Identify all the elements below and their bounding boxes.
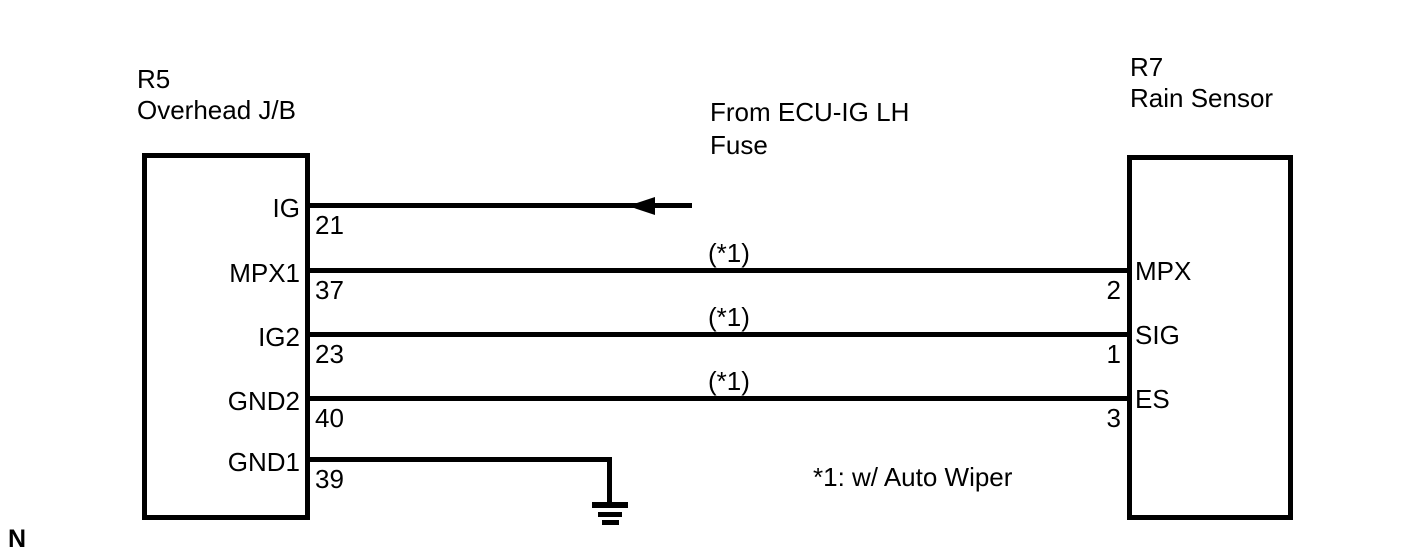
connector-left-header: R5 Overhead J/B <box>137 64 296 126</box>
wire-tag-mpx: (*1) <box>708 238 750 268</box>
pin-number-3: 3 <box>1106 403 1121 433</box>
wire-es <box>310 396 1127 401</box>
pin-number-39: 39 <box>315 464 344 494</box>
pin-label-es: ES <box>1135 384 1170 414</box>
ground-bar-middle <box>598 512 622 517</box>
pin-label-gnd1: GND1 <box>227 447 300 477</box>
wire-tag-sig: (*1) <box>708 302 750 332</box>
pin-number-1: 1 <box>1106 339 1121 369</box>
footnote: *1: w/ Auto Wiper <box>813 462 1013 492</box>
pin-label-ig2: IG2 <box>258 322 300 352</box>
wire-sig <box>310 332 1127 337</box>
wire-ig <box>310 203 692 208</box>
connector-left-id: R5 <box>137 64 171 94</box>
connector-right-id: R7 <box>1130 52 1164 82</box>
pin-label-sig: SIG <box>1135 320 1180 350</box>
wire-gnd1 <box>310 457 612 462</box>
connector-left-box <box>142 153 310 520</box>
ground-bar-bottom <box>602 520 619 525</box>
pin-number-37: 37 <box>315 275 344 305</box>
pin-number-23: 23 <box>315 339 344 369</box>
wire-gnd1-drop <box>607 457 612 505</box>
pin-number-40: 40 <box>315 403 344 433</box>
pin-label-mpx1: MPX1 <box>229 258 300 288</box>
flow-arrow-icon <box>628 197 655 215</box>
ground-bar-top <box>592 502 628 508</box>
fuse-source-line1: From ECU-IG LH <box>710 97 910 127</box>
wire-tag-es: (*1) <box>708 366 750 396</box>
connector-right-name: Rain Sensor <box>1130 83 1274 113</box>
corner-mark: N <box>8 525 27 553</box>
wire-mpx <box>310 268 1127 273</box>
fuse-source-label: From ECU-IG LH Fuse <box>710 96 909 162</box>
pin-label-mpx: MPX <box>1135 256 1192 286</box>
connector-right-box <box>1127 155 1293 520</box>
connector-right-header: R7 Rain Sensor <box>1130 52 1273 114</box>
pin-label-gnd2: GND2 <box>227 386 300 416</box>
fuse-source-line2: Fuse <box>710 130 768 160</box>
connector-left-name: Overhead J/B <box>137 95 296 125</box>
pin-number-2: 2 <box>1106 275 1121 305</box>
pin-label-ig: IG <box>272 193 300 223</box>
pin-number-21: 21 <box>315 210 344 240</box>
